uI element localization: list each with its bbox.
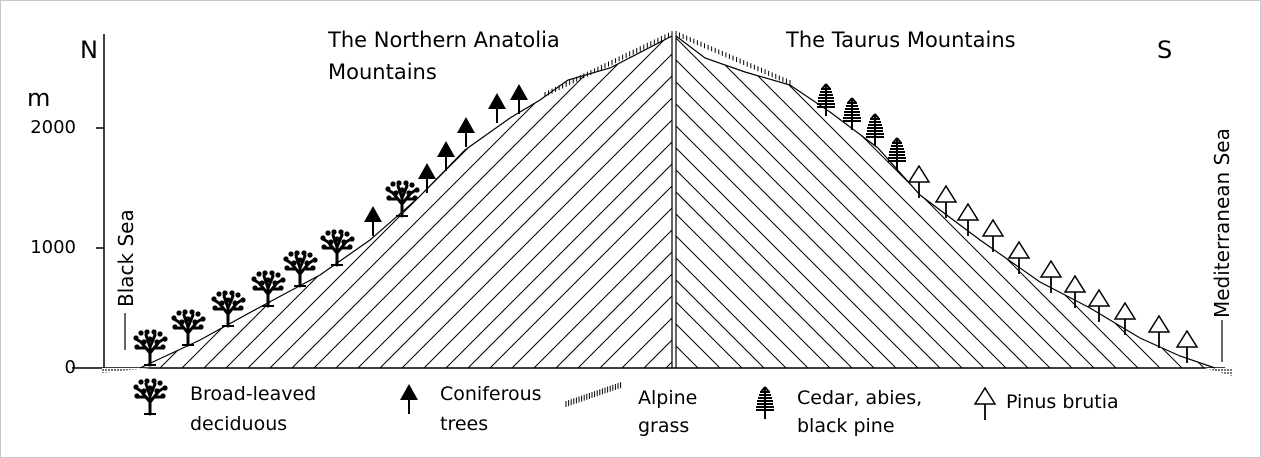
mediterranean-sea-patch: [1205, 368, 1232, 376]
broadleaf-tree-icon: [251, 270, 286, 308]
pinus-brutia-icon: [1175, 329, 1199, 363]
conifer-tree-icon: [488, 93, 506, 123]
legend-alpine-grass-icon: [565, 382, 622, 407]
legend-pinus-brutia-icon: [973, 386, 997, 420]
unit-label: m: [27, 84, 51, 112]
y-tick-label-1000: 1000: [30, 237, 76, 258]
pinus-brutia-icon: [956, 202, 980, 236]
legend-conifer-line2: trees: [440, 413, 489, 435]
legend-conifer-icon: [400, 384, 418, 414]
conifer-tree-icon: [457, 117, 475, 147]
vegetation-layer: [133, 83, 1199, 367]
legend-cedar-icon: [756, 386, 774, 419]
cedar-tree-icon: [843, 97, 861, 130]
legend-broadleaf-icon: [133, 378, 168, 416]
north-slope: [140, 36, 672, 368]
pinus-brutia-icon: [1147, 314, 1171, 348]
north-label: N: [80, 36, 98, 64]
legend-conifer-line1: Coniferous: [440, 383, 542, 405]
conifer-tree-icon: [418, 163, 436, 193]
broadleaf-tree-icon: [211, 290, 246, 328]
cedar-tree-icon: [888, 137, 906, 170]
legend-broadleaf-line1: Broad-leaved: [190, 383, 317, 405]
y-tick-label-2000: 2000: [30, 117, 76, 138]
legend-icons: [133, 378, 997, 420]
legend-cedar-line1: Cedar, abies,: [797, 387, 923, 409]
y-tick-label-0: 0: [64, 357, 76, 378]
pinus-brutia-icon: [1113, 301, 1137, 335]
pinus-brutia-icon: [1039, 259, 1063, 293]
south-label: S: [1157, 36, 1173, 64]
pinus-brutia-icon: [934, 184, 958, 218]
legend-cedar-line2: black pine: [797, 415, 895, 437]
pinus-brutia-icon: [1007, 240, 1031, 274]
pinus-brutia-icon: [1087, 288, 1111, 322]
legend-broadleaf-line2: deciduous: [190, 413, 288, 435]
pinus-brutia-icon: [981, 218, 1005, 252]
cedar-tree-icon: [866, 113, 884, 146]
north-range-title-line2: Mountains: [328, 60, 437, 84]
black-sea-patch: [102, 368, 150, 373]
pinus-brutia-icon: [1063, 274, 1087, 308]
south-range-title: The Taurus Mountains: [786, 28, 1016, 52]
conifer-tree-icon: [510, 84, 528, 114]
y-axis: [96, 34, 105, 368]
legend-alpine-line2: grass: [638, 415, 690, 437]
alpine-grass-south: [675, 31, 791, 85]
broadleaf-tree-icon: [385, 180, 420, 218]
broadleaf-tree-icon: [171, 309, 206, 347]
legend-pinus-label: Pinus brutia: [1006, 391, 1119, 413]
alpine-grass-north: [544, 31, 673, 97]
mediterranean-sea-label: Mediterranean Sea: [1210, 128, 1234, 318]
broadleaf-tree-icon: [133, 329, 168, 367]
pinus-brutia-icon: [907, 164, 931, 198]
conifer-tree-icon: [364, 206, 382, 236]
north-range-title-line1: The Northern Anatolia: [328, 28, 560, 52]
south-slope: [676, 36, 1215, 368]
broadleaf-tree-icon: [320, 229, 355, 267]
conifer-tree-icon: [437, 141, 455, 171]
black-sea-label: Black Sea: [114, 209, 138, 307]
cedar-tree-icon: [817, 83, 835, 116]
broadleaf-tree-icon: [283, 250, 318, 288]
legend-alpine-line1: Alpine: [638, 387, 698, 409]
